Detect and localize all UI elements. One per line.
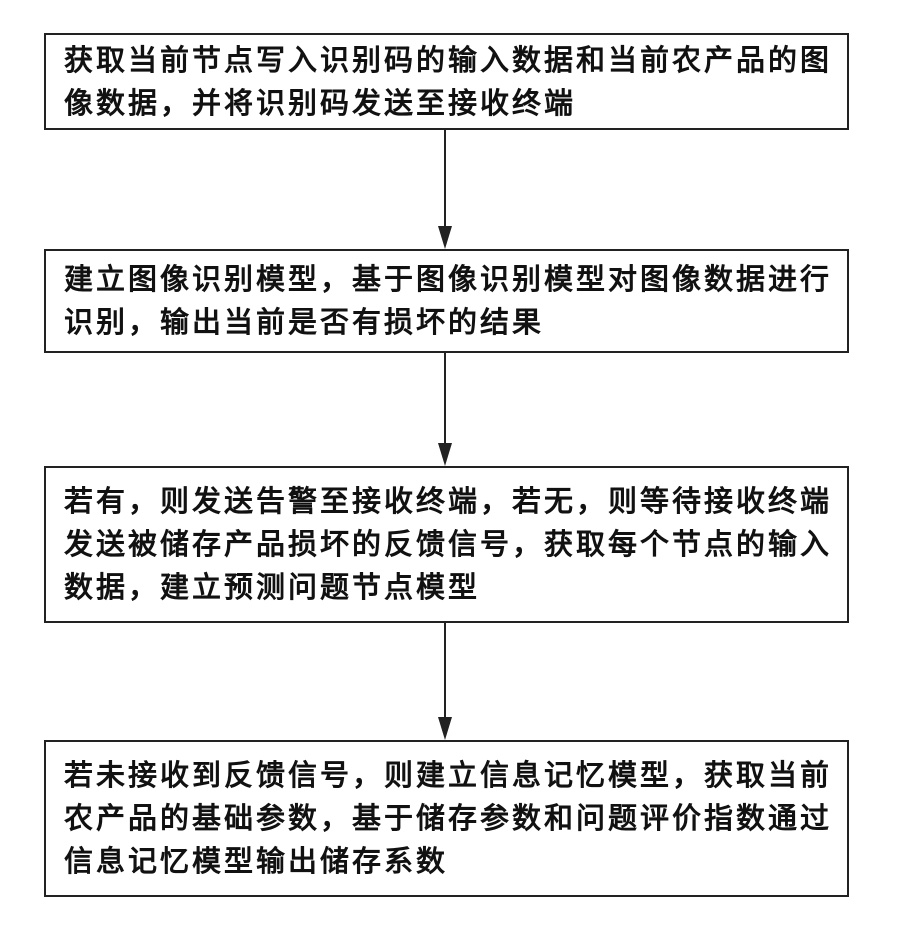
flow-step-4-text: 若未接收到反馈信号，则建立信息记忆模型，获取当前农产品的基础参数，基于储存参数和… [64,754,837,883]
flow-step-3: 若有，则发送告警至接收终端，若无，则等待接收终端发送被储存产品损坏的反馈信号，获… [44,466,849,623]
arrow-2-to-3 [438,353,452,466]
flow-step-2: 建立图像识别模型，基于图像识别模型对图像数据进行识别，输出当前是否有损坏的结果 [44,249,849,353]
flow-step-2-text: 建立图像识别模型，基于图像识别模型对图像数据进行识别，输出当前是否有损坏的结果 [64,258,837,344]
flow-step-4: 若未接收到反馈信号，则建立信息记忆模型，获取当前农产品的基础参数，基于储存参数和… [44,740,849,897]
arrow-3-to-4 [438,623,452,740]
flow-step-1-text: 获取当前节点写入识别码的输入数据和当前农产品的图像数据，并将识别码发送至接收终端 [64,39,837,125]
flow-step-3-text: 若有，则发送告警至接收终端，若无，则等待接收终端发送被储存产品损坏的反馈信号，获… [64,480,837,609]
flow-step-1: 获取当前节点写入识别码的输入数据和当前农产品的图像数据，并将识别码发送至接收终端 [44,33,849,130]
arrow-1-to-2 [438,130,452,249]
